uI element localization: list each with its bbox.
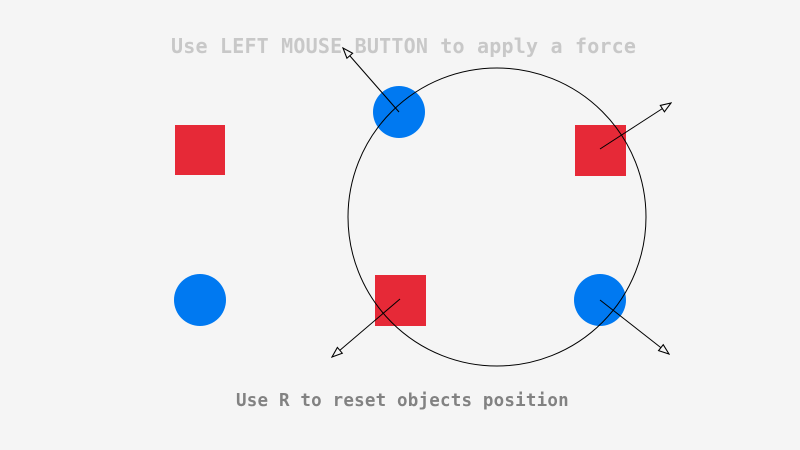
force-arrow-top-center [343, 48, 400, 113]
physics-object-square-top-right[interactable] [575, 125, 626, 176]
physics-objects-layer [174, 86, 626, 326]
boundary-circle [347, 67, 647, 367]
force-arrow-bottom-center [332, 298, 401, 357]
force-arrows-layer [332, 48, 671, 357]
physics-object-square-bottom-center[interactable] [375, 275, 426, 326]
boundary-layer [347, 67, 647, 367]
force-arrow-bottom-right [599, 299, 669, 354]
physics-object-circle-bottom-left[interactable] [174, 274, 226, 326]
physics-object-square-top-left[interactable] [175, 125, 225, 175]
force-arrow-top-right [599, 103, 671, 150]
